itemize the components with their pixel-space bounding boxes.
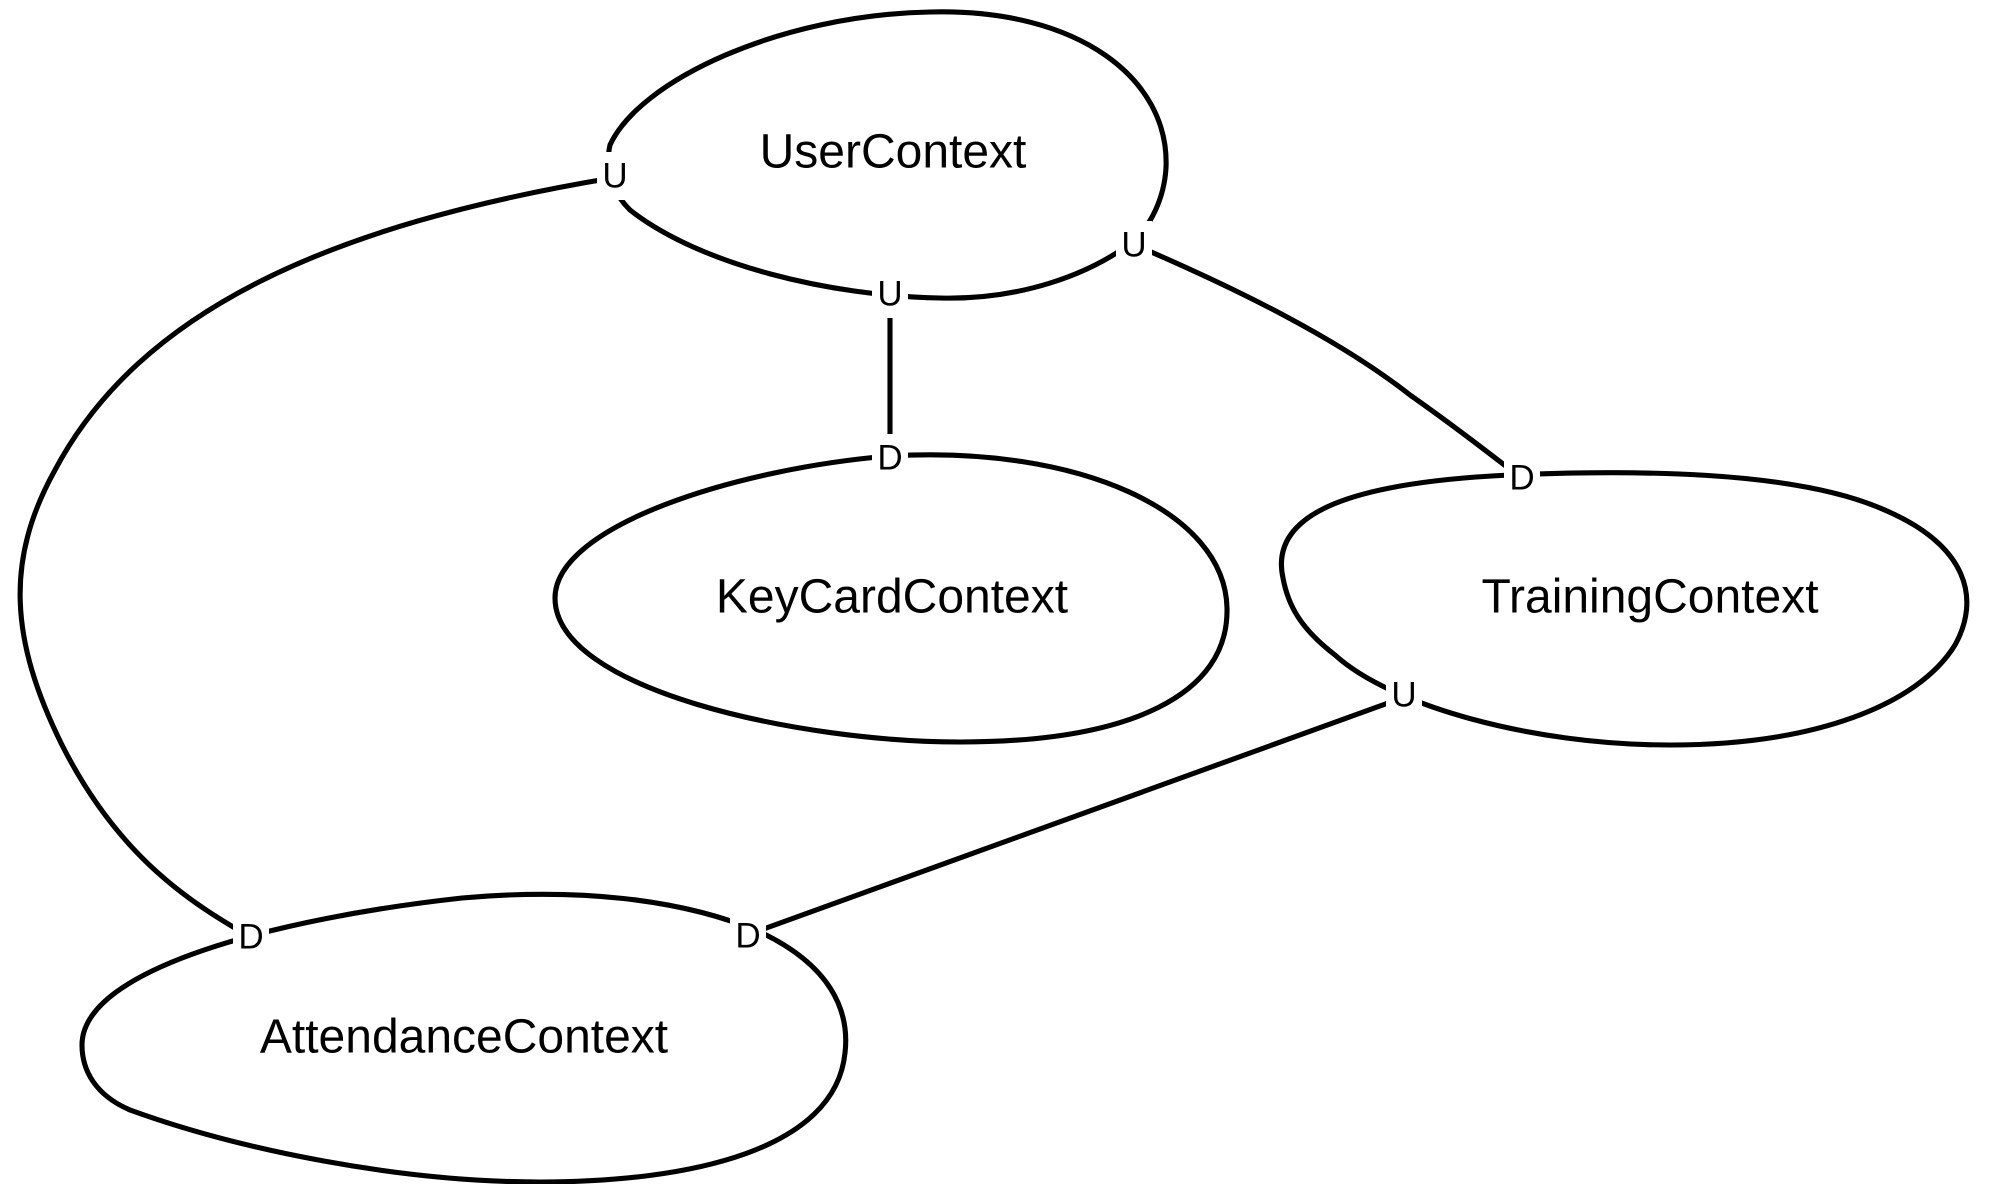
attendance-context-label: AttendanceContext — [260, 1011, 668, 1064]
attendance-context-shape[interactable] — [79, 891, 849, 1184]
svg-text:U: U — [1121, 226, 1146, 265]
svg-text:U: U — [877, 275, 902, 314]
user-training-upstream-marker: U — [1116, 221, 1152, 269]
relationship-user-training-line — [1133, 242, 1522, 480]
svg-text:U: U — [602, 157, 627, 196]
user-context-label: UserContext — [760, 126, 1027, 179]
svg-text:D: D — [238, 918, 263, 957]
user-training-downstream-marker: D — [1504, 454, 1540, 502]
svg-text:D: D — [877, 439, 902, 478]
user-keycard-upstream-marker: U — [872, 270, 908, 318]
user-attendance-upstream-marker: U — [597, 152, 633, 200]
keycard-context-label: KeyCardContext — [716, 571, 1068, 624]
user-attendance-downstream-marker: D — [233, 913, 269, 961]
svg-text:D: D — [735, 917, 760, 956]
user-keycard-downstream-marker: D — [872, 434, 908, 482]
relationship-user-attendance-line — [17, 175, 613, 940]
keycard-context-shape[interactable] — [552, 452, 1230, 745]
svg-text:U: U — [1391, 676, 1416, 715]
svg-text:D: D — [1509, 459, 1534, 498]
training-context-label: TrainingContext — [1481, 571, 1818, 624]
training-attendance-downstream-marker: D — [730, 912, 766, 960]
relationship-training-attendance-line — [746, 695, 1403, 938]
training-attendance-upstream-marker: U — [1386, 671, 1422, 719]
